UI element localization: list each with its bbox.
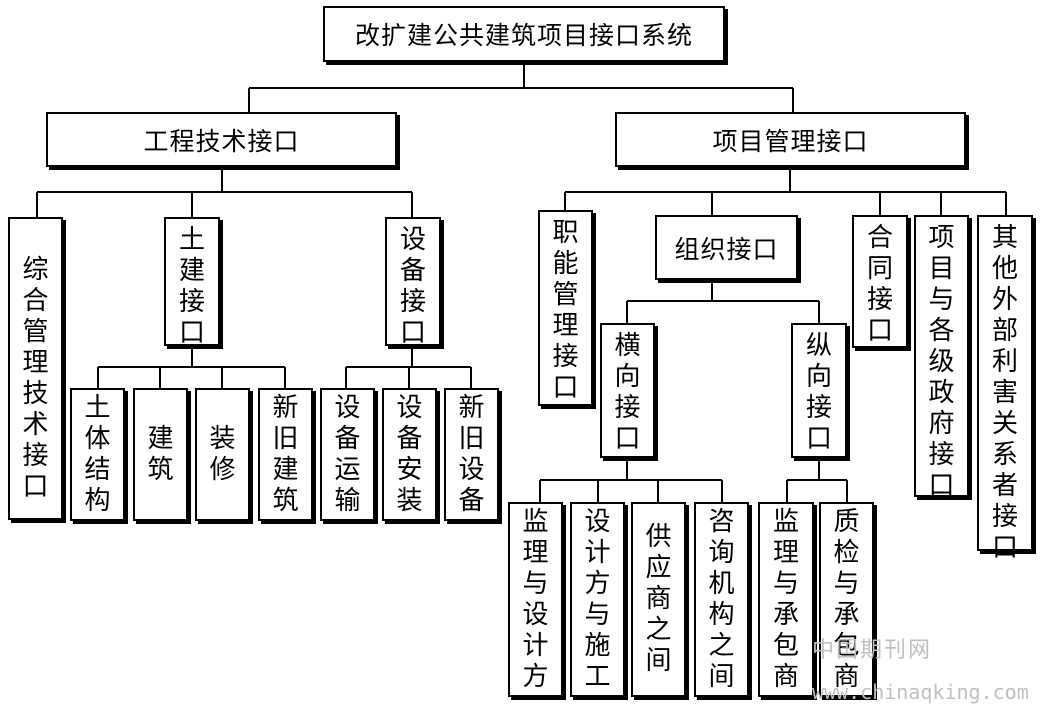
civil-child-node: 装修 xyxy=(195,388,250,521)
vertical-interface-label: 纵向接口 xyxy=(805,331,832,454)
comprehensive-interface-label: 综合管理技术接口 xyxy=(22,255,49,502)
stakeholder-interface-node: 其他外部利害关系者接口 xyxy=(977,215,1033,563)
civil-interface-node: 土建接口 xyxy=(164,217,220,348)
equipment-child-node: 设备运输 xyxy=(320,388,375,521)
horizontal-child-label: 供应商之间 xyxy=(645,522,672,676)
vertical-child-node: 质检与承包商 xyxy=(819,502,874,697)
root-label: 改扩建公共建筑项目接口系统 xyxy=(354,21,693,50)
management-interface-node: 项目管理接口 xyxy=(615,112,966,167)
civil-child-label: 装修 xyxy=(209,423,236,485)
functional-interface-node: 职能管理接口 xyxy=(538,210,593,406)
organization-interface-node: 组织接口 xyxy=(655,215,798,280)
stakeholder-interface-label: 其他外部利害关系者接口 xyxy=(991,223,1018,563)
equipment-child-node: 设备安装 xyxy=(382,388,437,521)
vertical-child-node: 监理与承包商 xyxy=(758,502,814,697)
vertical-child-label: 质检与承包商 xyxy=(833,506,860,692)
equipment-child-label: 设备安装 xyxy=(396,392,423,516)
functional-interface-label: 职能管理接口 xyxy=(552,218,579,403)
equipment-interface-node: 设备接口 xyxy=(385,217,441,348)
civil-interface-label: 土建接口 xyxy=(178,225,205,348)
contract-interface-label: 合同接口 xyxy=(866,223,893,346)
watermark-url: www.chinaqking.com xyxy=(812,680,1029,704)
root-node: 改扩建公共建筑项目接口系统 xyxy=(323,6,725,62)
horizontal-interface-label: 横向接口 xyxy=(614,331,641,454)
horizontal-child-node: 监理与设计方 xyxy=(508,502,563,697)
government-interface-node: 项目与各级政府接口 xyxy=(914,215,969,501)
engineering-interface-label: 工程技术接口 xyxy=(143,126,300,156)
horizontal-child-node: 设计方与施工 xyxy=(570,502,625,697)
civil-child-label: 土体结构 xyxy=(84,392,111,516)
government-interface-label: 项目与各级政府接口 xyxy=(928,223,955,501)
civil-child-label: 建筑 xyxy=(147,423,174,485)
civil-child-node: 新旧建筑 xyxy=(258,388,313,521)
watermark-text: 中国期刊网 xyxy=(812,638,933,663)
management-interface-label: 项目管理接口 xyxy=(712,126,869,156)
horizontal-interface-node: 横向接口 xyxy=(600,323,655,458)
horizontal-child-label: 咨询机构之间 xyxy=(708,506,735,692)
vertical-interface-node: 纵向接口 xyxy=(791,323,847,458)
comprehensive-interface-node: 综合管理技术接口 xyxy=(8,217,63,520)
civil-child-label: 新旧建筑 xyxy=(272,392,299,516)
horizontal-child-label: 设计方与施工 xyxy=(584,506,611,692)
organization-interface-label: 组织接口 xyxy=(674,234,779,264)
civil-child-node: 建筑 xyxy=(133,388,188,521)
contract-interface-node: 合同接口 xyxy=(852,215,908,348)
engineering-interface-node: 工程技术接口 xyxy=(46,112,397,167)
vertical-child-label: 监理与承包商 xyxy=(772,506,799,692)
equipment-child-node: 新旧设备 xyxy=(444,388,499,521)
equipment-interface-label: 设备接口 xyxy=(399,225,426,348)
equipment-child-label: 新旧设备 xyxy=(458,392,485,516)
equipment-child-label: 设备运输 xyxy=(334,392,361,516)
horizontal-child-node: 供应商之间 xyxy=(631,502,686,697)
horizontal-child-node: 咨询机构之间 xyxy=(694,502,749,697)
horizontal-child-label: 监理与设计方 xyxy=(522,506,549,692)
civil-child-node: 土体结构 xyxy=(70,388,125,521)
